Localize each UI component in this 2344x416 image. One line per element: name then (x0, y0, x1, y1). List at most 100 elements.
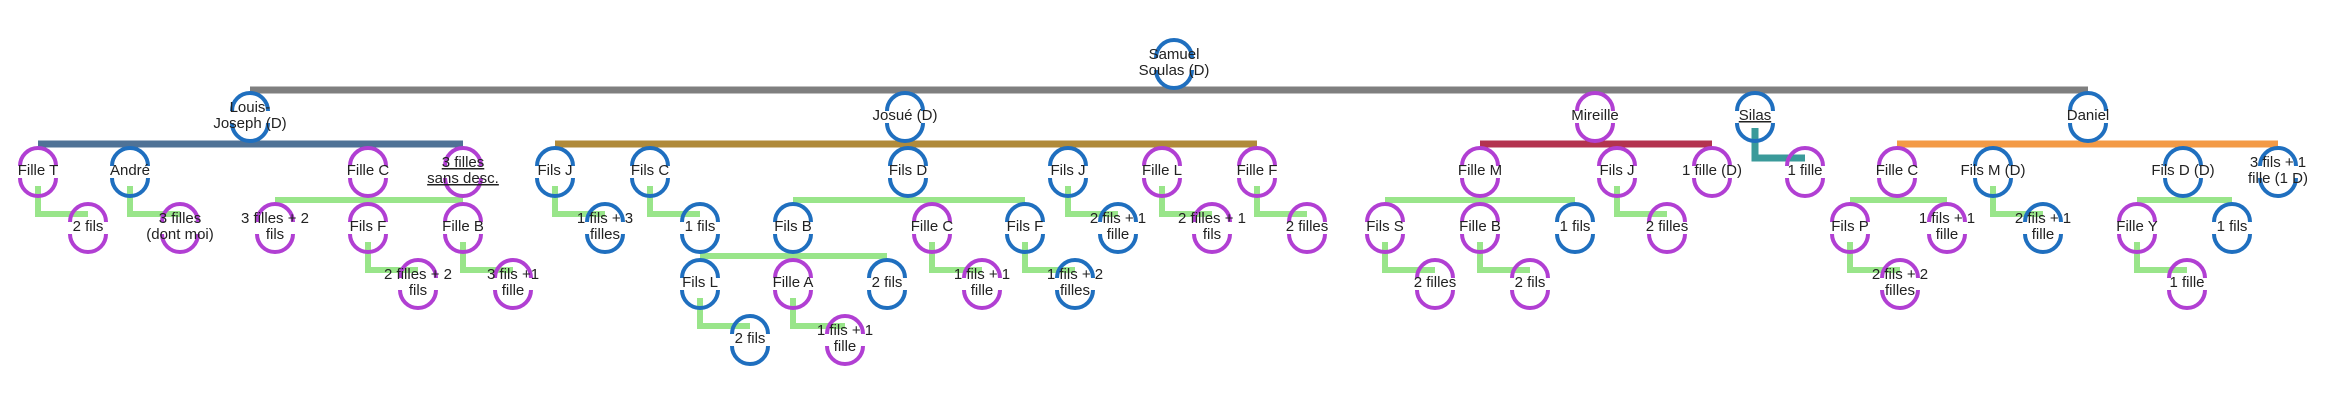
person-arc-top-icon (443, 202, 483, 223)
person-node: 2 filles (1646, 202, 1688, 254)
person-arc-bottom-icon (68, 233, 108, 254)
person-label: Fils C (631, 162, 669, 179)
person-arc-bottom-icon (2068, 122, 2108, 143)
person-arc-top-icon (1365, 202, 1405, 223)
person-arc-bottom-icon (2212, 233, 2252, 254)
person-arc-bottom-icon (1785, 177, 1825, 198)
person-arc-top-icon (230, 91, 270, 112)
person-node: Fille A (773, 258, 814, 310)
person-label: Fils L (682, 274, 718, 291)
person-label: Fille B (1459, 218, 1501, 235)
person-label: Daniel (2067, 107, 2110, 124)
person-arc-bottom-icon (1830, 233, 1870, 254)
person-arc-bottom-icon (160, 233, 200, 254)
person-arc-top-icon (888, 146, 928, 167)
mi-fb-link (1477, 242, 1530, 273)
person-arc-bottom-icon (680, 233, 720, 254)
person-label: Fils P (1831, 218, 1869, 235)
person-arc-top-icon (1973, 146, 2013, 167)
person-arc-bottom-icon (348, 177, 388, 198)
person-arc-top-icon (1154, 38, 1194, 59)
person-label: Fille Y (2116, 218, 2157, 235)
person-arc-bottom-icon (2117, 233, 2157, 254)
person-arc-bottom-icon (825, 345, 865, 366)
person-node: Fils F (348, 202, 388, 254)
person-label: Josué (D) (872, 107, 937, 124)
person-node: Fils D (D) (2151, 146, 2215, 198)
person-arc-top-icon (1647, 202, 1687, 223)
person-label: Fils S (1366, 218, 1404, 235)
person-node: 2 filles (1414, 258, 1457, 310)
person-label: 2 filles (1286, 218, 1329, 235)
person-arc-top-icon (2212, 202, 2252, 223)
person-label: Fille B (442, 218, 484, 235)
person-node: 1 fils (680, 202, 720, 254)
person-node: Fils M (D) (1961, 146, 2025, 198)
jo-fc-link (647, 186, 700, 217)
person-node: Fille Y (2116, 202, 2158, 254)
person-arc-top-icon (680, 202, 720, 223)
person-arc-top-icon (2163, 146, 2203, 167)
person-arc-top-icon (1460, 202, 1500, 223)
person-arc-bottom-icon (1460, 233, 1500, 254)
person-arc-bottom-icon (443, 177, 483, 198)
person-arc-bottom-icon (348, 233, 388, 254)
jo-fl2-link (697, 298, 750, 329)
person-arc-bottom-icon (1192, 233, 1232, 254)
person-arc-bottom-icon (1237, 177, 1277, 198)
person-node: Mireille (1571, 91, 1619, 143)
person-node: Fille C (1876, 146, 1919, 198)
person-arc-top-icon (110, 146, 150, 167)
person-label: Fils J (538, 162, 573, 179)
person-arc-top-icon (1237, 146, 1277, 167)
person-arc-top-icon (2023, 202, 2063, 223)
person-arc-top-icon (2068, 91, 2108, 112)
person-arc-top-icon (1692, 146, 1732, 167)
person-arc-top-icon (1460, 146, 1500, 167)
person-arc-bottom-icon (1365, 233, 1405, 254)
person-node: Josué (D) (872, 91, 938, 143)
person-arc-bottom-icon (398, 289, 438, 310)
person-arc-top-icon (585, 202, 625, 223)
person-label: Fille C (1876, 162, 1919, 179)
person-label: 2 filles (1414, 274, 1457, 291)
person-arc-top-icon (1098, 202, 1138, 223)
person-arc-top-icon (1880, 258, 1920, 279)
person-arc-top-icon (1785, 146, 1825, 167)
silas-link (1751, 128, 1805, 162)
person-arc-bottom-icon (1555, 233, 1595, 254)
person-arc-top-icon (2117, 202, 2157, 223)
mi-fs-link (1382, 242, 1435, 273)
person-arc-bottom-icon (1692, 177, 1732, 198)
person-label: Fils F (1007, 218, 1044, 235)
person-node: Fils L (680, 258, 720, 310)
person-label: André (110, 162, 150, 179)
person-label: Silas (1739, 107, 1772, 124)
person-arc-bottom-icon (885, 122, 925, 143)
person-node: 1 fils (2212, 202, 2252, 254)
person-arc-bottom-icon (912, 233, 952, 254)
person-arc-top-icon (1877, 146, 1917, 167)
person-arc-top-icon (348, 202, 388, 223)
person-node: Fils C (630, 146, 670, 198)
person-arc-top-icon (1575, 91, 1615, 112)
person-label: Fille A (773, 274, 814, 291)
person-node: Silas (1735, 91, 1775, 143)
person-arc-top-icon (348, 146, 388, 167)
